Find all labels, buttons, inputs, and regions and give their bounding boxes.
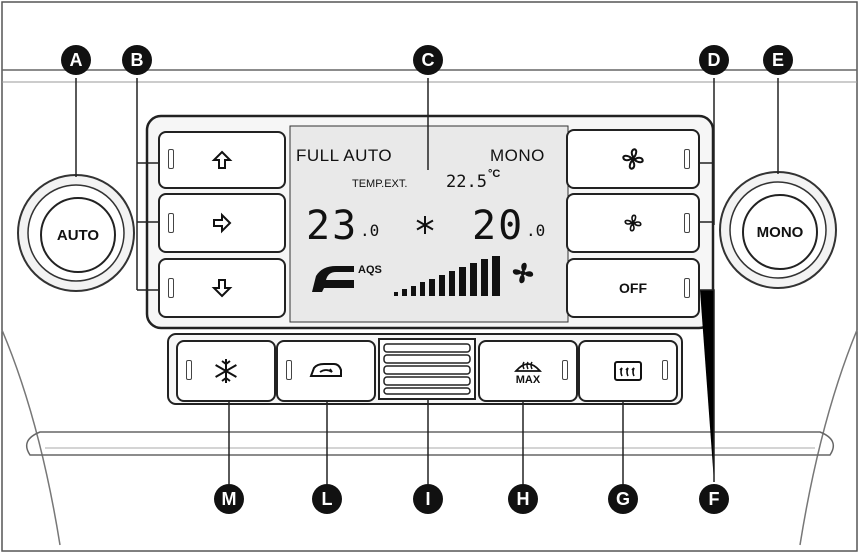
callout-g: G: [608, 484, 638, 514]
fan-display-icon: [512, 262, 534, 284]
arrow-down-icon: [211, 279, 233, 298]
fan-large-icon: [622, 148, 644, 170]
arrow-up-icon: [211, 150, 233, 169]
aqs-label: AQS: [358, 264, 382, 276]
callout-a: A: [61, 45, 91, 75]
callout-d: D: [699, 45, 729, 75]
temp-left-decimal: .0: [360, 221, 380, 240]
temp-ext-unit: °C: [488, 168, 501, 180]
temp-ext-label: TEMP.EXT.: [352, 178, 408, 190]
max-label: MAX: [515, 373, 541, 386]
callout-h: H: [508, 484, 538, 514]
rear-defrost-button[interactable]: [578, 340, 678, 402]
temp-left-value: 23: [306, 203, 359, 249]
recirculation-button[interactable]: [276, 340, 376, 402]
temp-right-decimal: .0: [526, 221, 546, 240]
vent-down-button[interactable]: [158, 258, 286, 318]
max-defrost-button[interactable]: MAX: [478, 340, 578, 402]
vent-forward-button[interactable]: [158, 193, 286, 253]
temp-ext-value: 22.5: [446, 172, 487, 192]
compressor-button[interactable]: [176, 340, 276, 402]
mode-mono: MONO: [490, 146, 545, 165]
mode-full-auto: FULL AUTO: [296, 146, 393, 165]
callout-f: F: [699, 484, 729, 514]
vent-up-button[interactable]: [158, 131, 286, 189]
rear-window-defrost-icon: [614, 361, 642, 381]
callout-b: B: [122, 45, 152, 75]
mono-knob-label: MONO: [756, 223, 804, 241]
aqs-car-icon: [312, 266, 354, 292]
auto-knob-label: AUTO: [56, 226, 100, 244]
snowflake-icon: [215, 359, 237, 383]
fan-small-icon: [624, 214, 642, 232]
mono-knob[interactable]: MONO: [742, 194, 818, 270]
callout-c: C: [413, 45, 443, 75]
snowflake-display-icon: [416, 216, 434, 234]
callout-l: L: [312, 484, 342, 514]
temp-right-value: 20: [472, 203, 525, 249]
windshield-defrost-icon: [514, 361, 542, 372]
callout-e: E: [763, 45, 793, 75]
callout-m: M: [214, 484, 244, 514]
auto-knob[interactable]: AUTO: [40, 197, 116, 273]
off-button-label: OFF: [619, 280, 647, 296]
fan-decrease-button[interactable]: [566, 193, 700, 253]
central-air-vent: [378, 338, 476, 400]
arrow-right-icon: [213, 212, 232, 234]
fan-increase-button[interactable]: [566, 129, 700, 189]
off-button[interactable]: OFF: [566, 258, 700, 318]
recirculation-car-icon: [309, 363, 342, 377]
fan-speed-bars: [394, 256, 500, 296]
callout-i: I: [413, 484, 443, 514]
